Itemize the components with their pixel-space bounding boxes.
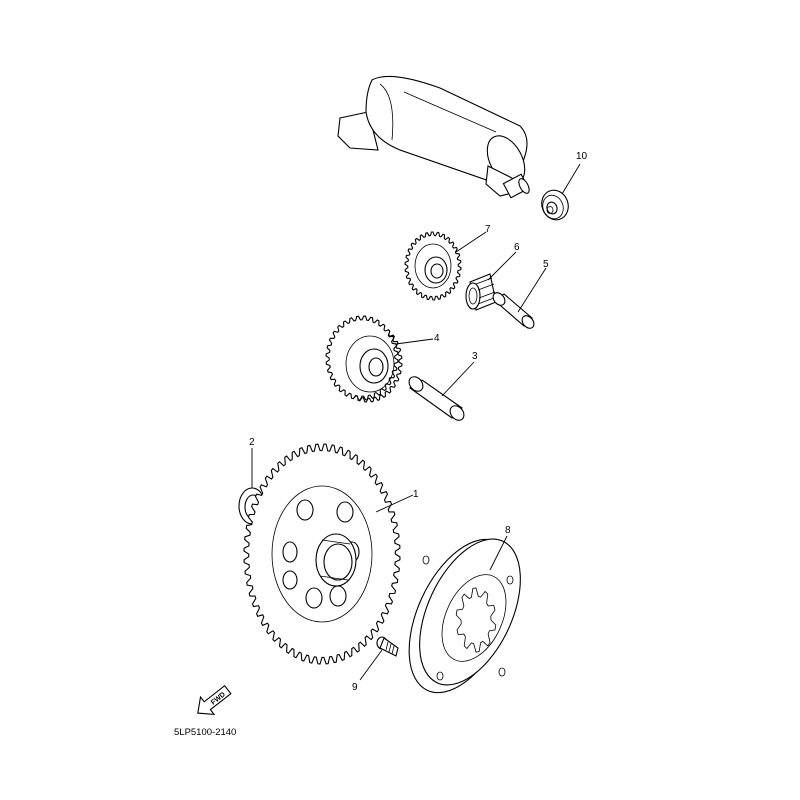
part-4-double-gear (325, 315, 403, 403)
starter-motor (337, 75, 530, 199)
part-5-shaft (492, 292, 535, 329)
part-10-bearing (541, 189, 569, 221)
part-3-shaft (408, 376, 465, 421)
part-9-bolt (376, 636, 399, 657)
callout-6: 6 (514, 242, 520, 253)
callout-8: 8 (505, 525, 511, 536)
callout-2: 2 (249, 437, 255, 448)
callout-1: 1 (413, 489, 419, 500)
callout-numbers: 10 7 6 5 4 3 2 1 8 9 (249, 151, 588, 693)
callout-7: 7 (485, 224, 491, 235)
part-6-needle-bearing (465, 273, 497, 311)
part-1-starter-wheel-gear (243, 443, 401, 665)
part-8-starter-clutch (408, 538, 521, 694)
leader-lines (251, 163, 581, 681)
part-7-idler-gear (404, 231, 462, 301)
callout-10: 10 (576, 151, 588, 162)
callout-5: 5 (543, 259, 549, 270)
callout-4: 4 (434, 333, 440, 344)
callout-9: 9 (352, 682, 358, 693)
part-code-label: 5LP5100-2140 (174, 727, 236, 738)
fwd-arrow-icon: FWD (197, 684, 232, 716)
callout-3: 3 (472, 351, 478, 362)
